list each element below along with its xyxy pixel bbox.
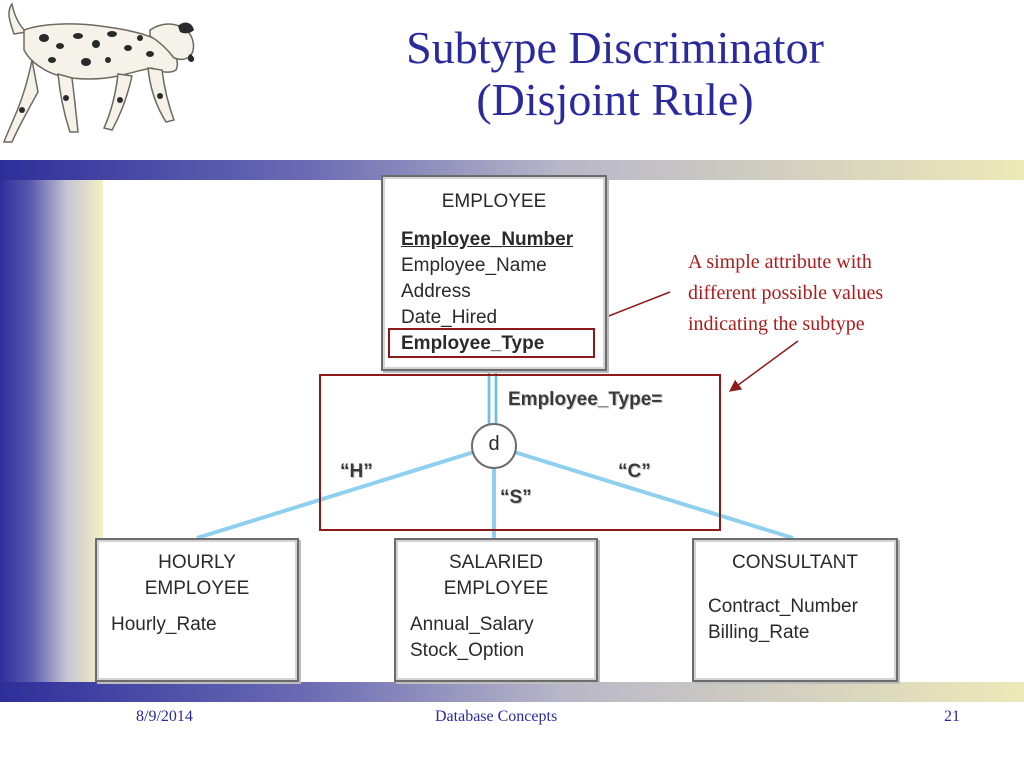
attribute-address: Address: [401, 281, 471, 302]
salaried-employee-entity: SALARIED EMPLOYEE Annual_Salary Stock_Op…: [394, 538, 598, 682]
entity-name: CONSULTANT: [694, 550, 896, 576]
discriminator-value-hourly: “H”: [340, 461, 373, 482]
attribute-list: Annual_Salary Stock_Option: [410, 612, 596, 664]
footer-date: 8/9/2014: [136, 708, 193, 725]
entity-name-line-1: HOURLY: [158, 552, 236, 573]
disjoint-symbol: d: [488, 433, 500, 455]
callout-line-2: different possible values: [688, 282, 884, 304]
page-number: 21: [944, 708, 960, 725]
subtype-connector-hourly: [196, 450, 475, 540]
employee-entity: EMPLOYEE Employee_Number Employee_Name A…: [381, 175, 607, 371]
disjoint-circle: [471, 423, 517, 469]
attribute-billing-rate: Billing_Rate: [708, 622, 810, 643]
entity-name: HOURLY EMPLOYEE: [97, 550, 297, 602]
attribute-hourly-rate: Hourly_Rate: [111, 614, 217, 635]
discriminator-expression: Employee_Type=: [508, 389, 663, 410]
attribute-list: Contract_Number Billing_Rate: [708, 594, 896, 646]
discriminator-value-salaried: “S”: [500, 487, 532, 508]
attribute-date-hired: Date_Hired: [401, 307, 498, 328]
subtype-connector-consultant: [513, 450, 794, 540]
attribute-employee-name: Employee_Name: [401, 255, 547, 276]
dalmatian-dog-icon: [2, 2, 195, 143]
callout-arrow-discriminator: [729, 340, 799, 392]
discriminator-value-consultant: “C”: [618, 461, 651, 482]
top-gradient-band: [0, 160, 1024, 180]
discriminator-attribute-highlight: [388, 328, 595, 358]
attribute-annual-salary: Annual_Salary: [410, 614, 534, 635]
title-line-2: (Disjoint Rule): [476, 74, 754, 125]
left-gradient-band: [0, 180, 103, 682]
attribute-employee-number: Employee_Number: [401, 229, 574, 250]
consultant-entity: CONSULTANT Contract_Number Billing_Rate: [692, 538, 898, 682]
attribute-list: Employee_Number Employee_Name Address Da…: [401, 227, 605, 357]
entity-name-line-2: EMPLOYEE: [144, 578, 250, 599]
callout-note: A simple attribute with different possib…: [688, 247, 978, 340]
hourly-employee-entity: HOURLY EMPLOYEE Hourly_Rate: [95, 538, 299, 682]
entity-name: EMPLOYEE: [441, 191, 547, 212]
slide-title: Subtype Discriminator (Disjoint Rule): [300, 22, 930, 126]
footer-title: Database Concepts: [435, 708, 558, 725]
callout-arrow-attribute: [594, 291, 671, 323]
callout-line-3: indicating the subtype: [688, 313, 865, 335]
title-line-1: Subtype Discriminator: [406, 22, 824, 73]
attribute-contract-number: Contract_Number: [708, 596, 858, 617]
attribute-list: Hourly_Rate: [111, 612, 297, 638]
attribute-employee-type: Employee_Type: [401, 333, 545, 354]
entity-name-line-1: SALARIED: [449, 552, 543, 573]
callout-line-1: A simple attribute with: [688, 251, 872, 273]
supertype-connector: [487, 369, 498, 426]
entity-name-line-2: EMPLOYEE: [443, 578, 549, 599]
entity-name: SALARIED EMPLOYEE: [396, 550, 596, 602]
attribute-stock-option: Stock_Option: [410, 640, 525, 661]
discriminator-highlight: [319, 374, 721, 531]
bottom-gradient-band: [0, 682, 1024, 702]
entity-name-line-1: CONSULTANT: [732, 552, 858, 573]
